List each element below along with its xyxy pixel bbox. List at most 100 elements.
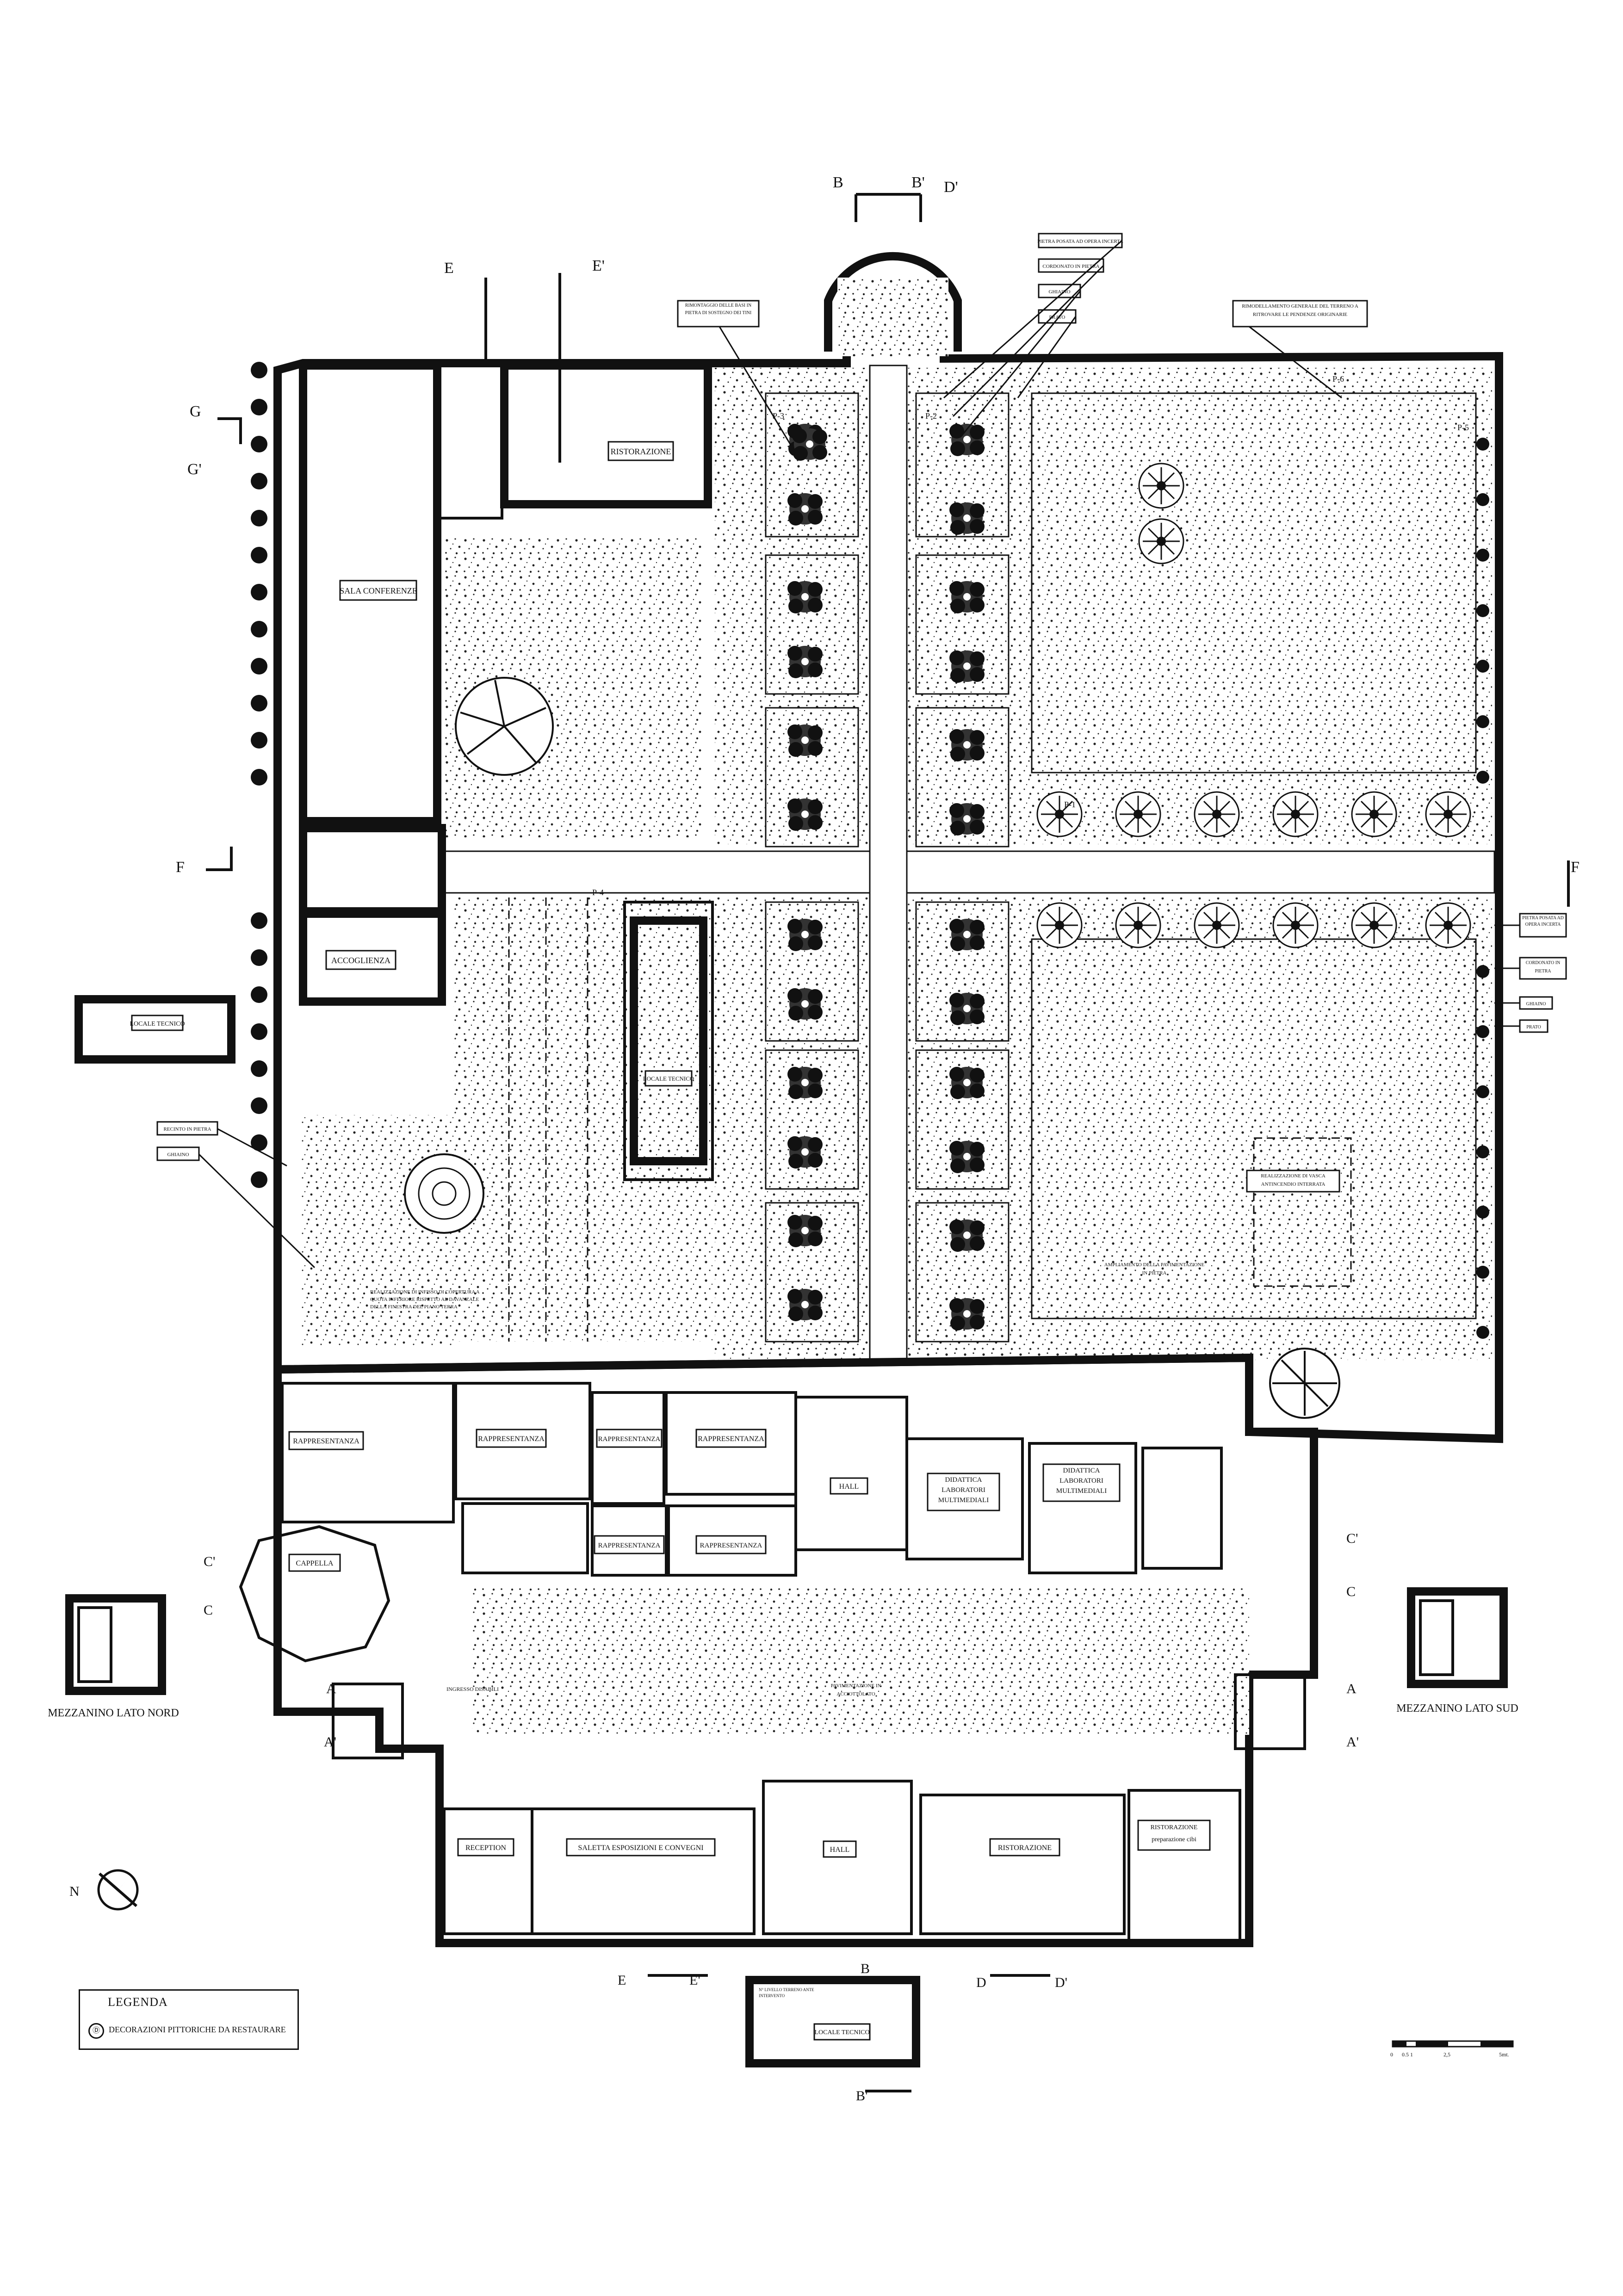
svg-text:SALETTA ESPOSIZIONI E CONVEGNI: SALETTA ESPOSIZIONI E CONVEGNI [578,1844,703,1852]
plant-code-p1: P-1 [1064,800,1076,809]
plant-codes: P-3 P-2 P-1 P-4 P-5 P-6 [592,374,1469,897]
room-ristorazione-top: RISTORAZIONE [607,441,674,461]
svg-text:HALL: HALL [830,1846,850,1854]
plant-code-p5: P-5 [1457,423,1469,432]
room-ristorazione-prep: RISTORAZIONE preparazione cibi [1137,1819,1211,1851]
note-rimodellamento: RIMODELLAMENTO GENERALE DEL TERRENO A RI… [1232,300,1368,328]
note-rimontaggio: RIMONTAGGIO DELLE BASI IN PIETRA DI SOST… [677,300,760,328]
apse [824,252,962,356]
room-labels: SALA CONFERENZE RISTORAZIONE ACCOGLIENZA… [130,441,1211,2041]
note-ghiaino-left: GHIAINO [156,1146,200,1161]
section-b-prime: B' [911,174,925,191]
north-arrow: N [69,1869,139,1911]
garden-area [251,338,1503,1443]
section-g-prime: G' [187,461,202,478]
note-ingresso: INGRESSO DISABILI [446,1686,499,1692]
svg-text:RAPPRESENTANZA: RAPPRESENTANZA [698,1435,764,1443]
room-locale-tecnico-bottom: LOCALE TECNICO [813,2023,871,2041]
section-a-prime-left: A' [324,1734,336,1750]
svg-text:LOCALE TECNICO: LOCALE TECNICO [814,2029,869,2036]
plant-code-p3: P-3 [773,411,784,421]
left-wing [74,361,714,1181]
section-c-left: C [204,1603,213,1618]
svg-text:LOCALE TECNICO: LOCALE TECNICO [643,1075,694,1082]
note-pavimentazione: PAVIMENTAZIONE IN ACCIOTTOLATO [831,1683,881,1697]
svg-text:INGRESSO DISABILI: INGRESSO DISABILI [446,1686,499,1692]
room-rappresentanza-2: RAPPRESENTANZA [476,1429,547,1448]
svg-text:CORDONATO IN PIETRA: CORDONATO IN PIETRA [1042,264,1099,269]
svg-text:GHIAINO: GHIAINO [167,1152,189,1157]
plant-code-p6: P-6 [1332,374,1344,384]
scale-tick-3: 5mt. [1499,2051,1509,2058]
section-e-prime: E' [592,257,605,274]
note-ghiaino-right: GHIAINO [1519,996,1553,1010]
svg-text:PRATO: PRATO [1526,1025,1541,1030]
room-didattica-1: DIDATTICA LABORATORI MULTIMEDIALI [927,1473,1000,1511]
svg-text:ACCOGLIENZA: ACCOGLIENZA [331,956,390,965]
note-cordonato-right: CORDONATO IN PIETRA [1519,957,1567,980]
svg-text:RAPPRESENTANZA: RAPPRESENTANZA [598,1542,661,1549]
mezzanino-labels: MEZZANINO LATO NORD MEZZANINO LATO SUD [48,1702,1518,1719]
room-rappresentanza-3: RAPPRESENTANZA [596,1429,663,1448]
svg-text:CAPPELLA: CAPPELLA [296,1560,334,1567]
section-b-prime-bottom: B' [856,2088,867,2104]
room-rappresentanza-5: RAPPRESENTANZA [594,1535,665,1554]
legend: LEGENDA Ⓓ DECORAZIONI PITTORICHE DA REST… [79,1989,299,2050]
section-d-prime: D' [944,179,958,196]
note-recinto: RECINTO IN PIETRA [156,1121,218,1136]
scale-tick-0: 0 [1390,2051,1393,2058]
north-label: N [69,1884,80,1899]
mezzanino-sud-plan [1407,1587,1508,1688]
svg-text:RECINTO IN PIETRA: RECINTO IN PIETRA [163,1126,211,1132]
scale-tick-1: 0.5 1 [1402,2051,1413,2058]
room-hall-1: HALL [830,1477,868,1495]
section-g: G [190,403,201,420]
svg-text:RISTORAZIONE: RISTORAZIONE [611,447,671,456]
svg-text:RISTORAZIONE: RISTORAZIONE [998,1844,1052,1852]
section-b: B [833,174,843,191]
section-e-prime-bottom: E' [689,1973,700,1988]
section-a-prime-right: A' [1346,1734,1359,1750]
mezzanino-sud-line1: MEZZANINO LATO SUD [1396,1702,1518,1714]
annotation-notes: PIETRA POSATA AD OPERA INCERTA CORDONATO… [156,233,1567,1998]
mezzanino-nord-plan [65,1594,166,1695]
note-ampliamento: AMPLIAMENTO DELLA PAVIMENTAZIONE IN PIET… [1104,1262,1204,1276]
room-locale-tecnico-left: LOCALE TECNICO [130,1015,185,1031]
plant-code-p4: P-4 [592,888,604,897]
section-f-right: F [1571,859,1580,876]
svg-text:PIETRA POSATA AD OPERA INCERTA: PIETRA POSATA AD OPERA INCERTA [1037,239,1123,244]
note-quota-bottom: N° LIVELLO TERRENO ANTE INTERVENTO [759,1987,814,1998]
svg-text:RAPPRESENTANZA: RAPPRESENTANZA [700,1542,762,1549]
room-saletta: SALETTA ESPOSIZIONI E CONVEGNI [566,1838,716,1857]
section-c-prime-right: C' [1346,1531,1358,1546]
room-didattica-2: DIDATTICA LABORATORI MULTIMEDIALI [1042,1463,1121,1502]
section-c-prime-left: C' [204,1554,215,1569]
svg-text:RAPPRESENTANZA: RAPPRESENTANZA [478,1435,545,1443]
note-cordonato: CORDONATO IN PIETRA [1038,258,1104,273]
note-prato-right: PRATO [1519,1019,1549,1033]
room-ristorazione-bottom: RISTORAZIONE [989,1838,1060,1857]
svg-text:RECEPTION: RECEPTION [465,1844,506,1852]
section-f-left: F [176,859,185,876]
room-hall-2: HALL [823,1840,857,1858]
room-cappella: CAPPELLA [288,1553,341,1572]
section-c-right: C [1346,1584,1356,1599]
note-pietra-posata-right: PIETRA POSATA AD OPERA INCERTA [1519,913,1567,938]
section-d-bottom: D [976,1975,986,1990]
svg-text:GHIAINO: GHIAINO [1048,289,1070,295]
room-rappresentanza-4: RAPPRESENTANZA [695,1429,767,1448]
section-a-right: A [1346,1681,1357,1696]
main-building [239,1353,1318,2067]
svg-text:RAPPRESENTANZA: RAPPRESENTANZA [293,1437,359,1445]
note-vasca: REALIZZAZIONE DI VASCA ANTINCENDIO INTER… [1246,1170,1340,1193]
room-rappresentanza-6: RAPPRESENTANZA [695,1535,767,1554]
section-d-prime-bottom: D' [1055,1975,1067,1990]
plant-code-p2: P-2 [925,411,937,421]
svg-text:LOCALE TECNICO: LOCALE TECNICO [130,1021,185,1027]
mezzanino-nord-line1: MEZZANINO LATO NORD [48,1707,179,1719]
chapel-shape [239,1525,390,1663]
legend-decoration-icon: Ⓓ [88,2023,104,2039]
section-a-left: A [326,1681,336,1696]
svg-text:SALA CONFERENZE: SALA CONFERENZE [340,586,417,595]
